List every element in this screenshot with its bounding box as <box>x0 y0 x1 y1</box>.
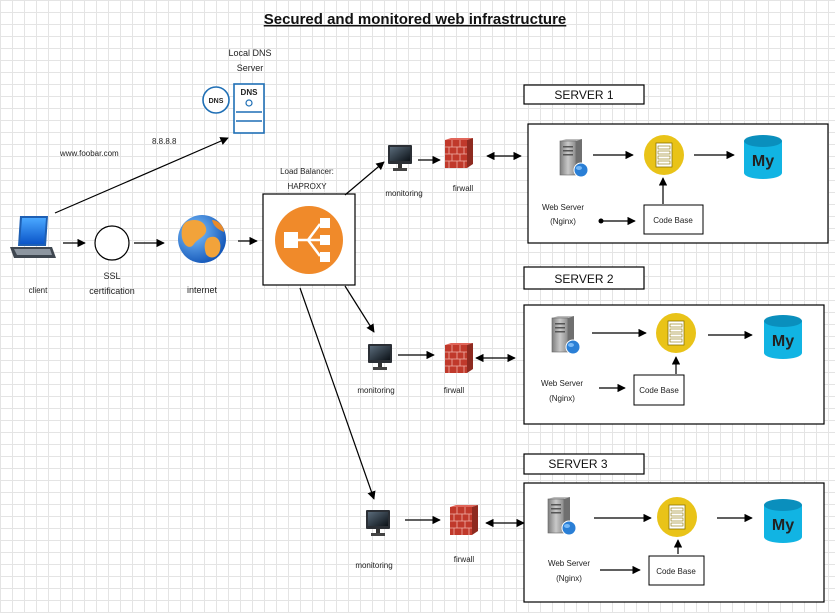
client-label: client <box>29 286 48 295</box>
lb-to-monitoring1-arrow <box>344 161 385 196</box>
mysql-2-icon: My <box>764 315 802 359</box>
app-server-1-icon <box>643 134 685 176</box>
server-1-header-text: SERVER 1 <box>554 88 613 102</box>
firewall-2-label: firwall <box>444 386 465 395</box>
mysql-1-icon: My <box>744 135 782 179</box>
code-base-3-box <box>648 555 705 586</box>
internet-label: internet <box>187 285 218 295</box>
ssl-label-line2: certification <box>89 286 135 296</box>
mysql-2-logo-text: My <box>772 333 794 350</box>
lb-label-line1: Load Balancer: <box>280 167 334 176</box>
mysql-3-logo-text: My <box>772 517 794 534</box>
web-server-2-label-line1: Web Server <box>541 379 583 388</box>
lb-to-monitoring3-arrow <box>299 287 376 500</box>
firewall-1-icon <box>444 137 474 169</box>
code-base-1-label: Code Base <box>653 216 693 225</box>
dns-server-badge: DNS <box>241 88 259 97</box>
monitoring-2-icon <box>368 344 392 370</box>
firewall-3-label: firwall <box>454 555 475 564</box>
monitoring-1-label: monitoring <box>385 189 422 198</box>
firewall-3-icon <box>449 504 479 536</box>
web-server-3-label-line1: Web Server <box>548 559 590 568</box>
domain-label: www.foobar.com <box>59 149 119 158</box>
server-3-header-text: SERVER 3 <box>548 457 607 471</box>
mysql-3-icon: My <box>764 499 802 543</box>
monitoring-1-icon <box>388 145 412 171</box>
client-to-dns-arrow <box>54 137 229 214</box>
mysql-1-logo-text: My <box>752 153 774 170</box>
code-base-2-box <box>633 374 685 406</box>
server-3-header <box>523 453 645 475</box>
monitoring-3-label: monitoring <box>355 561 392 570</box>
web-server-2-label-line2: (Nginx) <box>549 394 575 403</box>
code-base-1-box <box>643 204 704 235</box>
lb-to-monitoring2-arrow <box>344 285 375 333</box>
local-dns-label-line1: Local DNS <box>228 48 271 58</box>
local-dns-label-line2: Server <box>237 63 264 73</box>
internet-globe-icon <box>178 215 226 263</box>
web-server-3-label-line2: (Nginx) <box>556 574 582 583</box>
diagram-title: Secured and monitored web infrastructure <box>264 11 567 28</box>
app-server-3-icon <box>656 496 698 538</box>
dns-globe-badge: DNS <box>209 98 224 105</box>
firewall-1-label: firwall <box>453 184 474 193</box>
web-server-1-label-line2: (Nginx) <box>550 217 576 226</box>
lb-label-line2: HAPROXY <box>287 182 327 191</box>
firewall-2-icon <box>444 342 474 374</box>
ssl-node <box>94 225 130 261</box>
laptop-icon <box>10 216 56 258</box>
code-base-2-label: Code Base <box>639 386 679 395</box>
dns-ip-label: 8.8.8.8 <box>152 137 177 146</box>
monitoring-2-label: monitoring <box>357 386 394 395</box>
app-server-2-icon <box>655 312 697 354</box>
load-balancer-icon <box>275 206 343 274</box>
web-server-1-label-line1: Web Server <box>542 203 584 212</box>
ssl-label-line1: SSL <box>103 271 120 281</box>
monitoring-3-icon <box>366 510 390 536</box>
server-1-header <box>523 84 645 105</box>
server-2-header <box>523 266 645 290</box>
dns-server-icon: DNS DNS <box>202 83 265 134</box>
server-2-header-text: SERVER 2 <box>554 272 613 286</box>
code-base-3-label: Code Base <box>656 567 696 576</box>
